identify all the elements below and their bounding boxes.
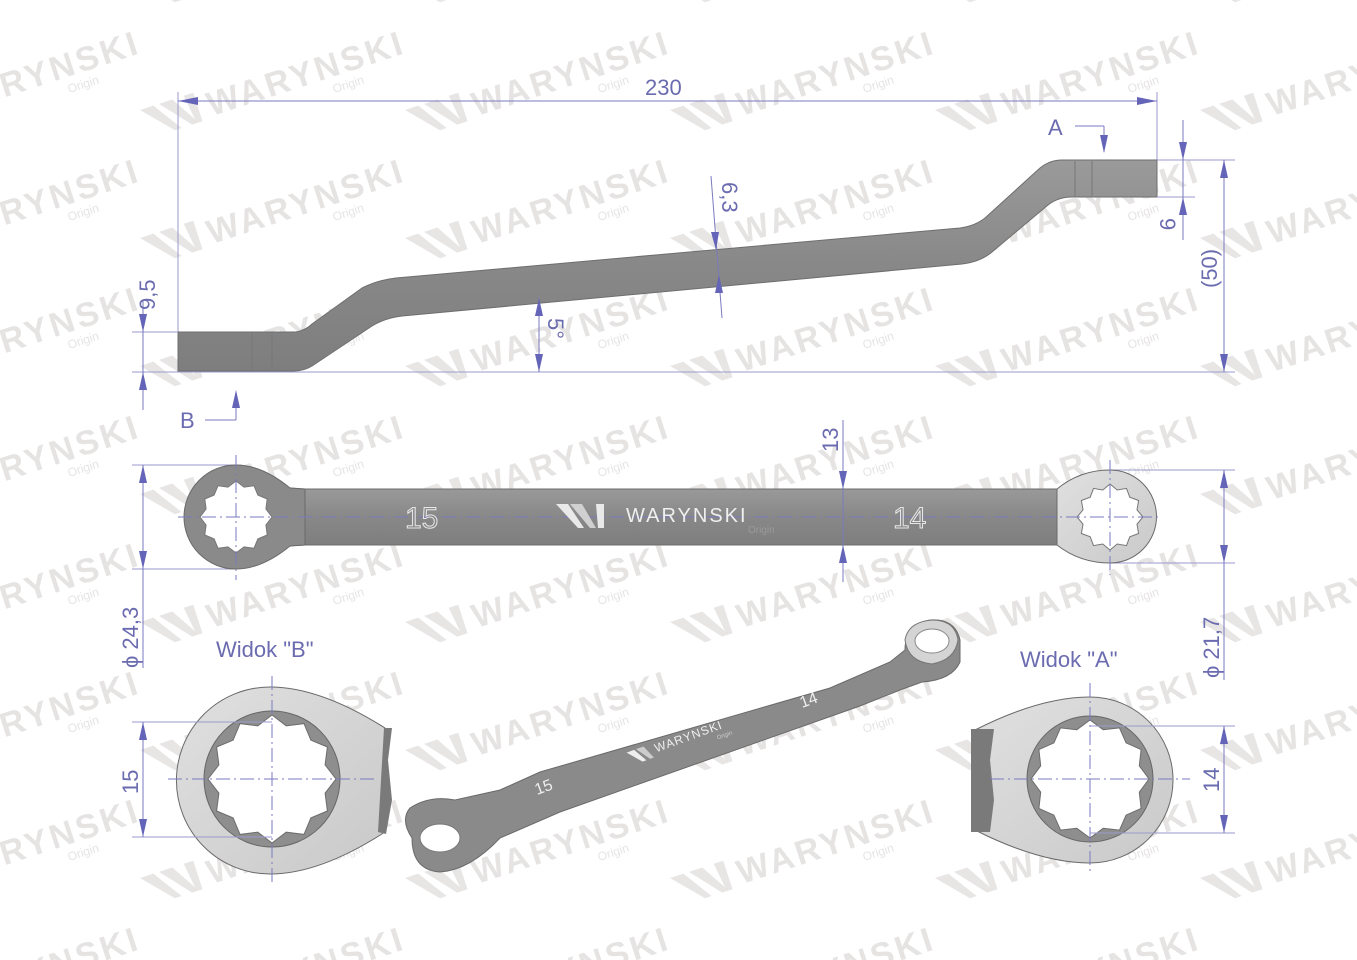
view-b-opening: 15 bbox=[118, 770, 143, 794]
svg-text:WARYNSKI: WARYNSKI bbox=[1262, 920, 1357, 960]
svg-text:WARYNSKI: WARYNSKI bbox=[732, 920, 940, 960]
left-ring-diameter: ϕ 24,3 bbox=[118, 607, 143, 668]
svg-text:WARYNSKI: WARYNSKI bbox=[0, 408, 145, 508]
shank-thickness: 6,3 bbox=[717, 182, 742, 213]
perspective-view: 15 14 WARYNSKI Origin bbox=[405, 619, 961, 873]
svg-text:WARYNSKI: WARYNSKI bbox=[1262, 24, 1357, 124]
svg-text:WARYNSKI: WARYNSKI bbox=[0, 280, 145, 380]
svg-text:WARYNSKI: WARYNSKI bbox=[1262, 408, 1357, 508]
offset-angle: 5° bbox=[543, 318, 568, 339]
svg-text:WARYNSKI: WARYNSKI bbox=[467, 536, 675, 636]
top-view: 15 14 WARYNSKI Origin 13 ϕ 24,3 ϕ 21,7 bbox=[118, 420, 1235, 680]
side-view: 230 9,5 5° 6,3 A 9 bbox=[132, 75, 1235, 433]
perspective-right-label: 14 bbox=[798, 690, 821, 712]
svg-text:WARYNSKI: WARYNSKI bbox=[1262, 792, 1357, 892]
svg-text:WARYNSKI: WARYNSKI bbox=[732, 792, 940, 892]
view-a: Widok "A" 14 bbox=[971, 647, 1235, 875]
svg-text:WARYNSKI: WARYNSKI bbox=[467, 152, 675, 252]
svg-text:WARYNSKI: WARYNSKI bbox=[997, 24, 1205, 124]
section-marker-b: B bbox=[180, 408, 195, 433]
svg-text:WARYNSKI: WARYNSKI bbox=[1262, 664, 1357, 764]
shank-width: 13 bbox=[818, 428, 843, 452]
svg-text:WARYNSKI: WARYNSKI bbox=[0, 792, 145, 892]
right-end-thickness: 9 bbox=[1155, 218, 1180, 230]
svg-text:WARYNSKI: WARYNSKI bbox=[0, 920, 145, 960]
total-height: (50) bbox=[1197, 249, 1222, 288]
view-b: Widok "B" 15 bbox=[118, 637, 392, 884]
brand-logo: WARYNSKI Origin bbox=[556, 504, 775, 536]
svg-text:WARYNSKI: WARYNSKI bbox=[0, 24, 145, 124]
perspective-left-label: 15 bbox=[533, 777, 556, 799]
section-marker-a: A bbox=[1048, 115, 1063, 140]
svg-text:WARYNSKI: WARYNSKI bbox=[202, 920, 410, 960]
brand-logo-sub: Origin bbox=[748, 525, 775, 536]
svg-text:WARYNSKI: WARYNSKI bbox=[1262, 536, 1357, 636]
svg-text:WARYNSKI: WARYNSKI bbox=[0, 152, 145, 252]
right-size-engraving: 14 bbox=[893, 502, 926, 535]
svg-text:WARYNSKI: WARYNSKI bbox=[732, 280, 940, 380]
svg-text:WARYNSKI: WARYNSKI bbox=[202, 24, 410, 124]
svg-text:WARYNSKI: WARYNSKI bbox=[732, 24, 940, 124]
perspective-brand-sub: Origin bbox=[716, 730, 733, 741]
svg-text:WARYNSKI: WARYNSKI bbox=[997, 920, 1205, 960]
view-a-opening: 14 bbox=[1199, 768, 1224, 792]
length-dimension: 230 bbox=[645, 75, 682, 100]
svg-text:WARYNSKI: WARYNSKI bbox=[0, 664, 145, 764]
brand-logo-text: WARYNSKI bbox=[626, 505, 748, 527]
left-size-engraving: 15 bbox=[405, 502, 438, 535]
left-end-thickness: 9,5 bbox=[135, 279, 160, 310]
svg-text:WARYNSKI: WARYNSKI bbox=[467, 24, 675, 124]
svg-text:WARYNSKI: WARYNSKI bbox=[732, 536, 940, 636]
view-a-title: Widok "A" bbox=[1020, 647, 1118, 672]
svg-text:WARYNSKI: WARYNSKI bbox=[1262, 152, 1357, 252]
view-b-title: Widok "B" bbox=[216, 637, 314, 662]
right-ring-diameter: ϕ 21,7 bbox=[1199, 617, 1224, 678]
svg-text:WARYNSKI: WARYNSKI bbox=[202, 152, 410, 252]
svg-text:WARYNSKI: WARYNSKI bbox=[997, 280, 1205, 380]
svg-text:WARYNSKI: WARYNSKI bbox=[1262, 280, 1357, 380]
svg-text:WARYNSKI: WARYNSKI bbox=[467, 920, 675, 960]
